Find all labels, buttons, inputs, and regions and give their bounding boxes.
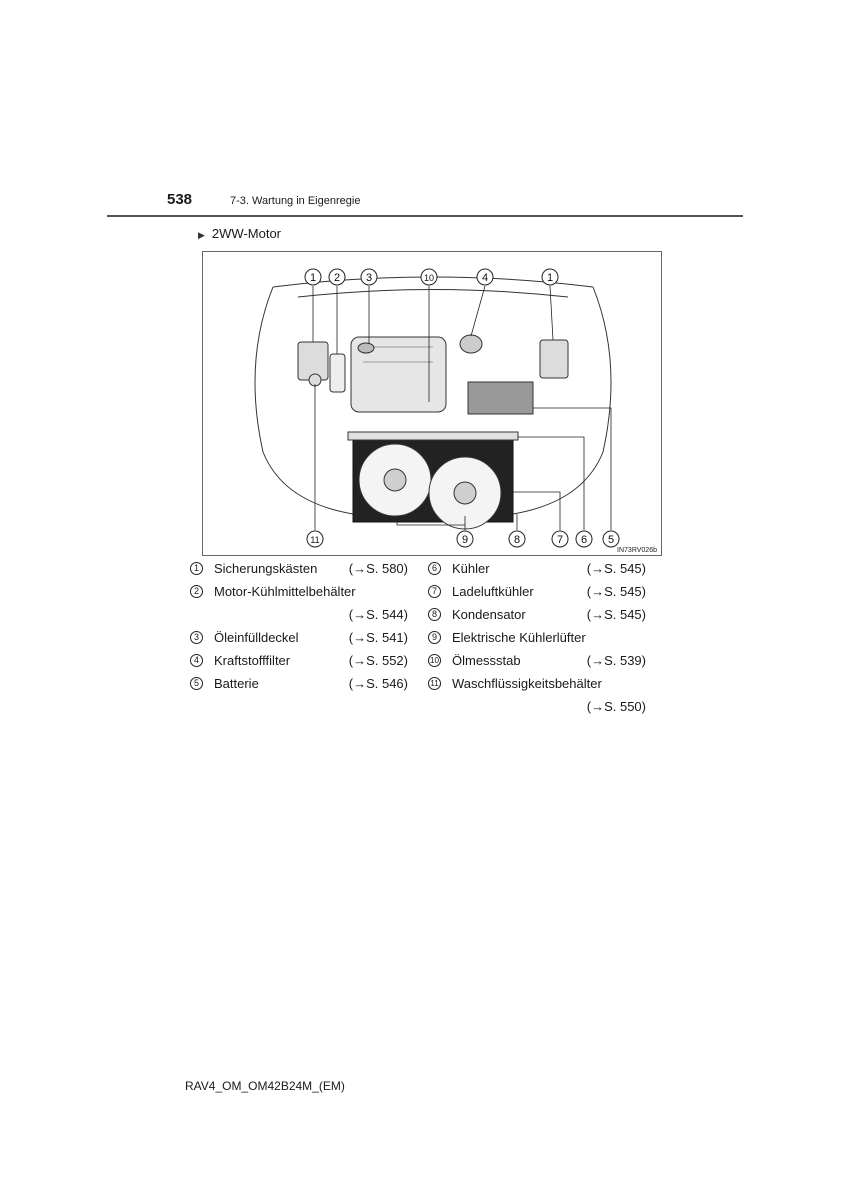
legend-item: 7 Ladeluftkühler (→S. 545) [428, 583, 648, 606]
legend-label: Waschflüssigkeitsbehälter [452, 676, 602, 691]
subheading: ▶ 2WW-Motor [198, 226, 281, 241]
svg-text:1: 1 [547, 272, 553, 284]
callout-8: 8 [508, 530, 526, 548]
legend-ref: (→S. 545) [586, 561, 646, 576]
callout-7: 7 [551, 530, 569, 548]
callout-1: 1 [304, 268, 322, 286]
legend-item: 10 Ölmessstab (→S. 539) [428, 652, 648, 675]
triangle-bullet-icon: ▶ [198, 230, 205, 240]
callout-11: 11 [306, 530, 324, 548]
legend-number: 7 [428, 585, 441, 598]
legend-ref: (→S. 552) [348, 653, 408, 668]
legend-ref: (→S. 539) [586, 653, 646, 668]
callout-4: 4 [476, 268, 494, 286]
svg-text:11: 11 [310, 535, 319, 545]
section-title: 7-3. Wartung in Eigenregie [230, 195, 361, 207]
legend-number: 1 [190, 562, 203, 575]
legend-ref: (→S. 545) [586, 607, 646, 622]
subheading-text: 2WW-Motor [211, 226, 282, 241]
svg-text:7: 7 [557, 534, 563, 546]
legend-label: Ladeluftkühler [452, 584, 534, 599]
legend-item: 11 Waschflüssigkeitsbehälter (→S. 550) [428, 675, 648, 721]
svg-text:6: 6 [581, 534, 587, 546]
svg-text:4: 4 [482, 272, 488, 284]
header-rule [107, 215, 743, 217]
callout-9: 9 [456, 530, 474, 548]
legend-item: 4 Kraftstofffilter (→S. 552) [190, 652, 410, 675]
legend-item: 5 Batterie (→S. 546) [190, 675, 410, 698]
page-number: 538 [167, 191, 193, 208]
legend-ref: (→S. 550) [586, 699, 646, 714]
figure-code: IN73RV026b [617, 547, 657, 554]
legend-ref: (→S. 544) [348, 607, 408, 622]
legend-label: Ölmessstab [452, 653, 521, 668]
legend-number: 4 [190, 654, 203, 667]
svg-text:9: 9 [462, 534, 468, 546]
legend-number: 8 [428, 608, 441, 621]
svg-text:3: 3 [366, 272, 372, 284]
legend-item: 2 Motor-Kühlmittelbehälter (→S. 544) [190, 583, 410, 629]
legend-ref: (→S. 541) [348, 630, 408, 645]
legend-item: 3 Öleinfülldeckel (→S. 541) [190, 629, 410, 652]
legend-label: Sicherungskästen [214, 561, 318, 576]
legend-number: 9 [428, 631, 441, 644]
callout-6: 6 [575, 530, 593, 548]
legend-left: 1 Sicherungskästen (→S. 580) 2 Motor-Küh… [190, 560, 410, 698]
callout-10: 10 [420, 268, 438, 286]
callout-2: 2 [328, 268, 346, 286]
svg-text:2: 2 [334, 272, 340, 284]
legend-item: 8 Kondensator (→S. 545) [428, 606, 648, 629]
callout-1b: 1 [541, 268, 559, 286]
legend-label: Öleinfülldeckel [214, 630, 299, 645]
legend-number: 5 [190, 677, 203, 690]
legend-number: 10 [428, 654, 441, 667]
legend-label: Motor-Kühlmittelbehälter [214, 584, 356, 599]
svg-text:8: 8 [514, 534, 520, 546]
legend-item: 6 Kühler (→S. 545) [428, 560, 648, 583]
footer-doc-code: RAV4_OM_OM42B24M_(EM) [185, 1079, 345, 1093]
legend-ref: (→S. 545) [586, 584, 646, 599]
legend-right: 6 Kühler (→S. 545) 7 Ladeluftkühler (→S.… [428, 560, 648, 721]
svg-text:5: 5 [608, 534, 614, 546]
svg-text:1: 1 [310, 272, 316, 284]
legend-number: 6 [428, 562, 441, 575]
legend-label: Kühler [452, 561, 490, 576]
legend-ref: (→S. 580) [348, 561, 408, 576]
legend-label: Kraftstofffilter [214, 653, 291, 668]
legend-ref: (→S. 546) [348, 676, 408, 691]
engine-figure: 1 2 3 10 4 1 11 9 8 7 6 5 IN73RV026b [202, 251, 662, 556]
legend-item: 1 Sicherungskästen (→S. 580) [190, 560, 410, 583]
legend-number: 2 [190, 585, 203, 598]
legend-label: Kondensator [452, 607, 526, 622]
legend-number: 11 [428, 677, 441, 690]
callout-3: 3 [360, 268, 378, 286]
legend-label: Elektrische Kühlerlüfter [452, 630, 586, 645]
legend-number: 3 [190, 631, 203, 644]
engine-illustration: 1 2 3 10 4 1 11 9 8 7 6 5 [254, 268, 620, 548]
svg-text:10: 10 [424, 273, 434, 283]
callout-5: 5 [602, 530, 620, 548]
legend-item: 9 Elektrische Kühlerlüfter [428, 629, 648, 652]
legend-label: Batterie [214, 676, 259, 691]
